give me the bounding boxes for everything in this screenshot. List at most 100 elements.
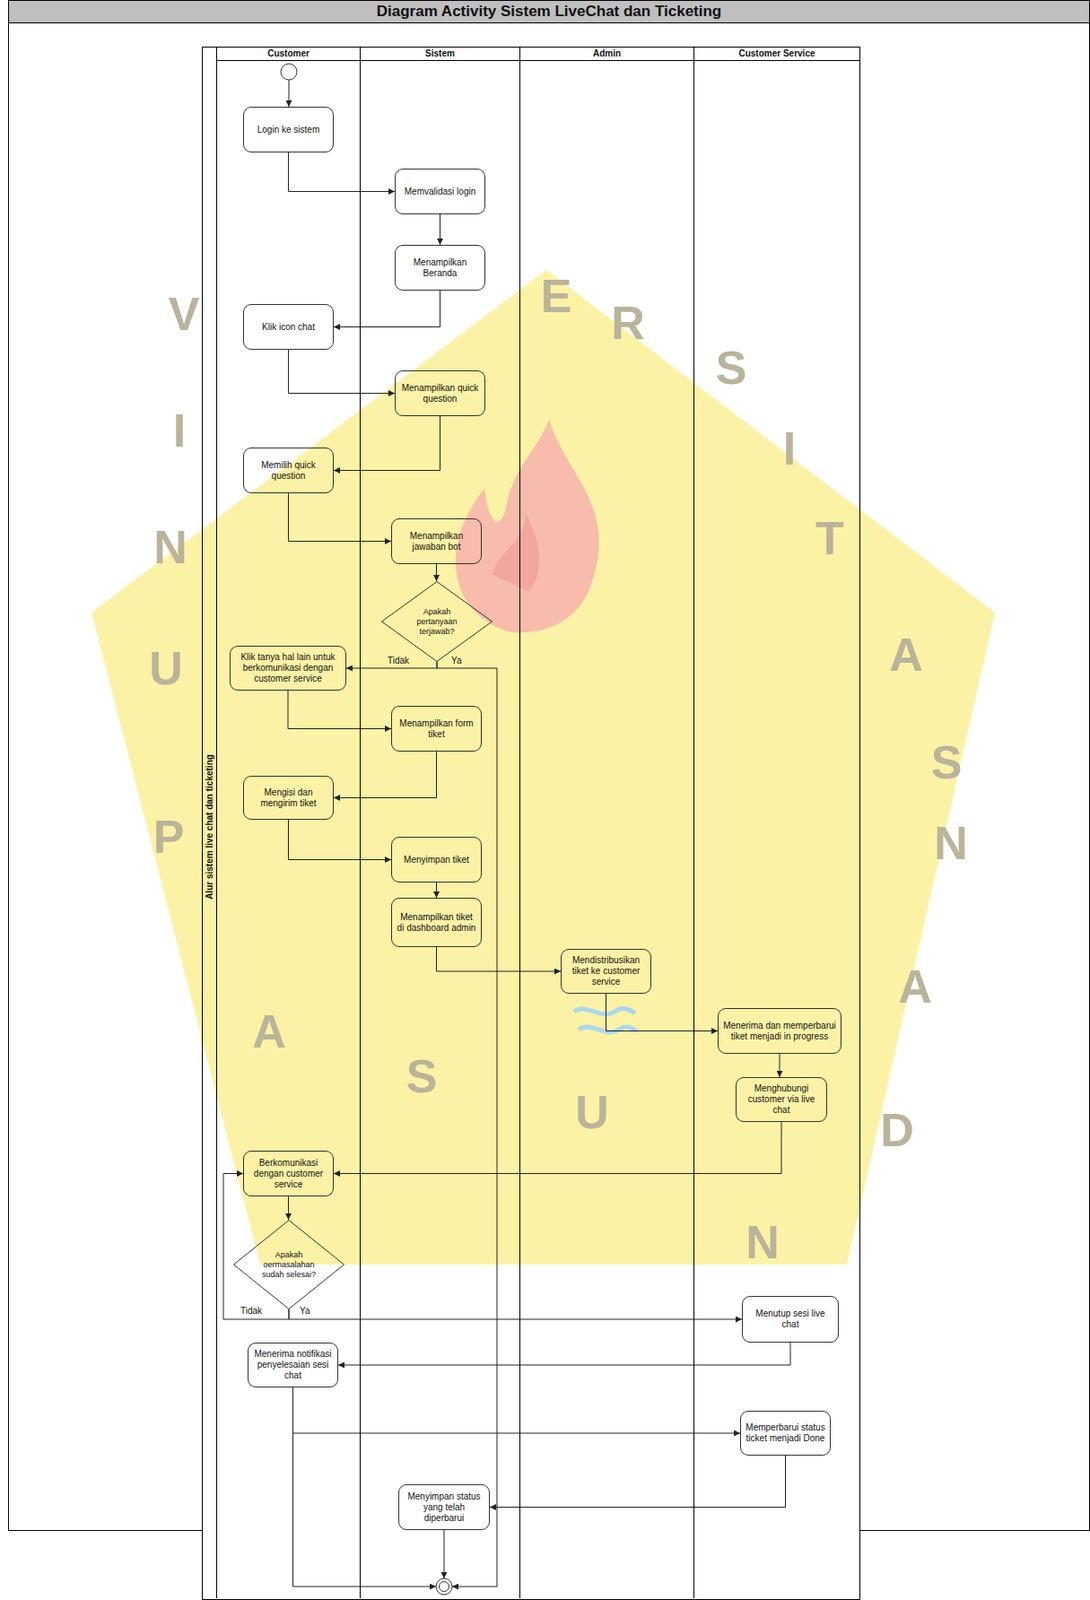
action-box: Menerima notifikasi penyelesaian sesi ch… xyxy=(247,1342,339,1388)
action-box: Login ke sistem xyxy=(243,106,334,153)
watermark-letter: A xyxy=(898,963,933,1011)
control-flow xyxy=(288,819,393,861)
watermark-letter: E xyxy=(540,272,573,320)
swimlane-lane: SistemMemvalidasi loginMenampilkan Beran… xyxy=(360,46,521,1599)
title-bar: Diagram Activity Sistem LiveChat dan Tic… xyxy=(8,0,1090,24)
action-box: Menghubungi customer via live chat xyxy=(735,1077,828,1123)
frame-line xyxy=(8,23,9,1531)
lane-title: Admin xyxy=(520,46,694,62)
control-flow xyxy=(287,690,392,730)
watermark-letter: D xyxy=(880,1107,915,1154)
control-flow xyxy=(436,564,437,582)
watermark-letter: I xyxy=(783,425,796,472)
action-box: Memilih quick question xyxy=(243,447,334,494)
node-label: Menampilkan jawaban bot xyxy=(396,531,477,553)
control-flow xyxy=(288,1309,742,1320)
action-box: Menampilkan Beranda xyxy=(394,244,486,291)
node-label: Menyimpan tiket xyxy=(396,854,477,866)
frame-line xyxy=(8,1530,202,1532)
swimlane-lane: CustomerLogin ke sistemKlik icon chatMem… xyxy=(216,46,361,1599)
watermark-letter: U xyxy=(148,645,184,692)
action-box: Memvalidasi login xyxy=(394,168,486,215)
watermark-letter: S xyxy=(931,739,963,786)
frame-line xyxy=(1089,23,1090,1531)
control-flow xyxy=(606,994,719,1032)
node-label: Menampilkan quick question xyxy=(400,383,480,405)
watermark-letter: T xyxy=(815,514,845,562)
action-box: Menampilkan form tiket xyxy=(391,706,482,752)
node-label: Menampilkan Beranda xyxy=(400,257,480,280)
control-flow xyxy=(333,416,441,471)
action-box: Klik icon chat xyxy=(243,304,334,350)
watermark-letter: V xyxy=(168,290,201,338)
action-box: Menampilkan jawaban bot xyxy=(391,518,482,565)
node-label: Berkomunikasi dengan customer service xyxy=(248,1158,329,1191)
control-flow xyxy=(333,751,437,799)
control-flow-line xyxy=(288,79,290,107)
action-box: Menyimpan tiket xyxy=(391,837,482,883)
node-label: Menghubungi customer via live chat xyxy=(741,1083,822,1117)
watermark-flame xyxy=(455,419,600,633)
node-label: Menampilkan tiket di dashboard admin xyxy=(396,912,477,934)
watermark-letter: N xyxy=(153,523,188,571)
node-label: Menutup sesi live chat xyxy=(747,1308,834,1331)
control-flow xyxy=(436,947,562,972)
decision-diamond: Apakah oermasalahan sudah selesai? xyxy=(233,1220,345,1310)
action-box: Menampilkan tiket di dashboard admin xyxy=(391,898,482,948)
watermark-letter: I xyxy=(173,407,186,454)
control-flow xyxy=(288,152,396,192)
frame-line xyxy=(860,1530,1090,1532)
pool-title: Alur sistem live chat dan ticketing xyxy=(204,754,216,900)
branch-label: Tidak xyxy=(240,1306,262,1317)
action-box: Memperbarui status ticket menjadi Done xyxy=(740,1411,831,1457)
control-flow xyxy=(288,493,393,542)
watermark-letter: S xyxy=(715,344,748,392)
watermark-letter: U xyxy=(575,1089,610,1136)
node-label: Login ke sistem xyxy=(248,124,329,136)
watermark-letter: N xyxy=(745,1219,780,1266)
control-flow xyxy=(779,1054,781,1078)
action-box: Mengisi dan mengirim tiket xyxy=(243,776,334,820)
action-box: Mendistribusikan tiket ke customer servi… xyxy=(560,949,652,995)
node-label: Menerima notifikasi penyelesaian sesi ch… xyxy=(252,1349,333,1382)
swimlane-pool: Alur sistem live chat dan ticketingCusto… xyxy=(201,46,861,1600)
node-label: Memilih quick question xyxy=(248,460,329,482)
lane-title: Customer Service xyxy=(694,46,860,62)
action-box: Menampilkan quick question xyxy=(394,370,486,417)
watermark-wave xyxy=(574,1008,636,1014)
node-label: Menampilkan form tiket xyxy=(396,718,477,741)
control-flow-line xyxy=(436,662,498,1588)
end-node xyxy=(436,1578,453,1596)
node-label: Memperbarui status ticket menjadi Done xyxy=(745,1422,826,1445)
control-flow-line xyxy=(444,1530,445,1579)
lane-title: Sistem xyxy=(360,46,520,62)
action-box: Berkomunikasi dengan customer service xyxy=(243,1151,334,1197)
control-flow-line xyxy=(293,1387,437,1588)
node-label: Apakah oermasalahan sudah selesai? xyxy=(261,1250,317,1280)
control-flow xyxy=(436,882,437,899)
watermark-letter: A xyxy=(252,1008,287,1056)
watermark-letter: P xyxy=(153,813,185,861)
branch-label: Ya xyxy=(451,655,463,667)
control-flow xyxy=(288,349,396,394)
node-label: Menyimpan status yang telah diperbarui xyxy=(403,1491,485,1525)
control-flow xyxy=(489,1456,786,1509)
control-flow xyxy=(333,290,441,328)
watermark-flame-inner xyxy=(491,511,540,593)
control-flow xyxy=(333,1122,782,1175)
node-label: Mengisi dan mengirim tiket xyxy=(248,787,329,810)
node-label: Apakah pertanyaan terjawab? xyxy=(411,607,463,637)
diamond-shape xyxy=(234,1220,345,1310)
control-flow xyxy=(287,1196,289,1221)
node-label: Klik tanya hal lain untuk berkomunikasi … xyxy=(235,652,341,685)
lane-title: Customer xyxy=(217,46,360,62)
start-node xyxy=(280,63,297,80)
action-box: Menyimpan status yang telah diperbarui xyxy=(398,1484,490,1531)
end-node-inner xyxy=(439,1582,450,1593)
branch-label: Ya xyxy=(299,1306,311,1317)
node-label: Klik icon chat xyxy=(248,322,329,333)
action-box: Menerima dan memperbarui tiket menjadi i… xyxy=(717,1008,842,1055)
control-flow xyxy=(338,1342,791,1366)
